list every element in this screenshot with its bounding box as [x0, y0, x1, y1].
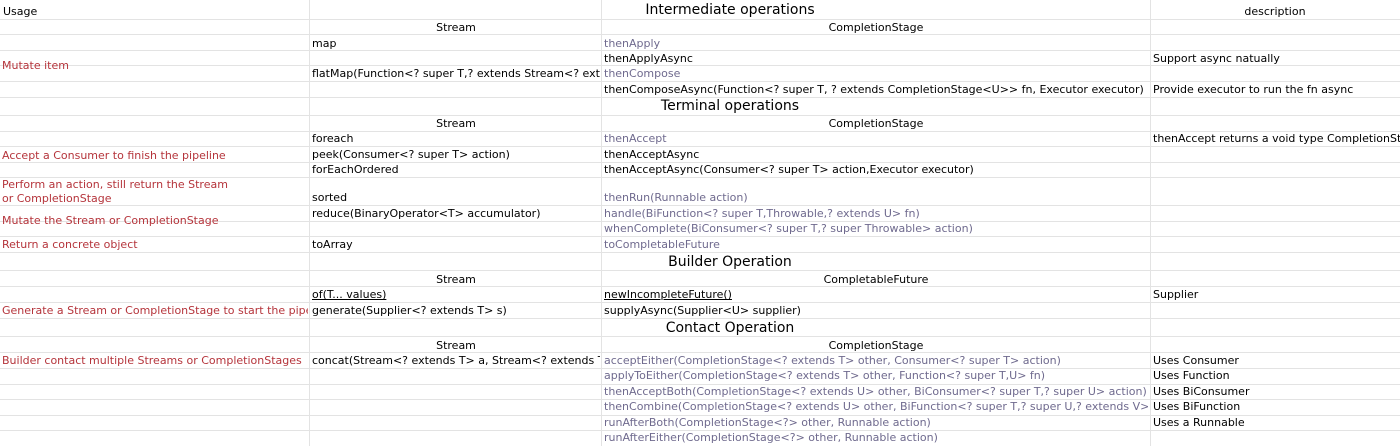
completionstage-column-header: CompletionStage: [828, 21, 924, 34]
row-divider: [0, 131, 1400, 132]
row-divider: [0, 65, 1400, 66]
completionstage-column-header: CompletionStage: [828, 117, 924, 130]
row-divider: [0, 97, 1400, 98]
section-title-contact: Contact Operation: [665, 320, 795, 336]
usage-label: Mutate the Stream or CompletionStage: [2, 214, 219, 227]
stream-method: foreach: [312, 132, 354, 145]
row-divider: [0, 368, 1400, 369]
completionstage-column-header: CompletionStage: [828, 339, 924, 352]
row-divider: [0, 162, 1400, 163]
description-text: Uses Function: [1153, 369, 1230, 382]
completionstage-method: thenApply: [604, 37, 661, 50]
row-divider: [0, 236, 1400, 237]
stream-method: peek(Consumer<? super T> action): [312, 148, 510, 161]
usage-label: Perform an action, still return the Stre…: [2, 178, 228, 205]
completionstage-method: runAfterBoth(CompletionStage<?> other, R…: [604, 416, 931, 429]
completionstage-method: runAfterEither(CompletionStage<?> other,…: [604, 431, 938, 444]
row-divider: [0, 50, 1400, 51]
row-divider: [0, 19, 1400, 20]
completionstage-method: acceptEither(CompletionStage<? extends T…: [604, 354, 1061, 367]
stream-method: flatMap(Function<? super T,? extends Str…: [312, 67, 600, 80]
stream-column-header: Stream: [436, 21, 476, 34]
row-divider: [0, 252, 1400, 253]
completionstage-method: thenApplyAsync: [604, 52, 693, 65]
section-title-intermediate: Intermediate operations: [645, 2, 815, 18]
row-divider: [0, 430, 1400, 431]
description-text: Uses BiConsumer: [1153, 385, 1250, 398]
stream-column-header: Stream: [436, 339, 476, 352]
completablefuture-column-header: CompletableFuture: [823, 273, 929, 286]
completionstage-method: toCompletableFuture: [604, 238, 720, 251]
description-header: description: [1244, 5, 1306, 18]
row-divider: [0, 270, 1400, 271]
usage-label: Return a concrete object: [2, 238, 138, 251]
stream-column-header: Stream: [436, 273, 476, 286]
completionstage-method: supplyAsync(Supplier<U> supplier): [604, 304, 801, 317]
completionstage-method: thenRun(Runnable action): [604, 191, 748, 204]
stream-method: generate(Supplier<? extends T> s): [312, 304, 507, 317]
row-divider: [0, 318, 1400, 319]
row-divider: [0, 399, 1400, 400]
description-text: Uses BiFunction: [1153, 400, 1241, 413]
completionstage-method: thenAcceptAsync(Consumer<? super T> acti…: [604, 163, 974, 176]
row-divider: [0, 352, 1400, 353]
description-text: Uses a Runnable: [1153, 416, 1245, 429]
completionstage-method: thenCombine(CompletionStage<? extends U>…: [604, 400, 1148, 413]
stream-column-header: Stream: [436, 117, 476, 130]
stream-method: reduce(BinaryOperator<T> accumulator): [312, 207, 541, 220]
row-divider: [0, 384, 1400, 385]
description-text: Provide executor to run the fn async: [1153, 83, 1354, 96]
usage-label: Builder contact multiple Streams or Comp…: [2, 354, 302, 367]
row-divider: [0, 205, 1400, 206]
section-title-builder: Builder Operation: [668, 254, 792, 270]
stream-method: toArray: [312, 238, 353, 251]
usage-label: Accept a Consumer to finish the pipeline: [2, 149, 226, 162]
description-text: Support async natually: [1153, 52, 1280, 65]
column-divider: [309, 0, 310, 446]
section-title-terminal: Terminal operations: [660, 98, 800, 114]
stream-method: map: [312, 37, 337, 50]
completionstage-method: thenAcceptBoth(CompletionStage<? extends…: [604, 385, 1147, 398]
row-divider: [0, 81, 1400, 82]
stream-method: forEachOrdered: [312, 163, 399, 176]
completionstage-method: thenCompose: [604, 67, 681, 80]
row-divider: [0, 34, 1400, 35]
description-text: thenAccept returns a void type Completio…: [1153, 132, 1400, 145]
usage-label: Generate a Stream or CompletionStage to …: [2, 304, 308, 317]
row-divider: [0, 415, 1400, 416]
completionstage-method: whenComplete(BiConsumer<? super T,? supe…: [604, 222, 973, 235]
stream-method: of(T... values): [312, 288, 387, 301]
row-divider: [0, 177, 1400, 178]
stream-method: sorted: [312, 191, 348, 204]
row-divider: [0, 336, 1400, 337]
stream-method: concat(Stream<? extends T> a, Stream<? e…: [312, 354, 600, 367]
completionstage-method: newIncompleteFuture(): [604, 288, 732, 301]
column-divider: [1150, 0, 1151, 446]
completionstage-method: thenAcceptAsync: [604, 148, 700, 161]
row-divider: [0, 146, 1400, 147]
description-text: Supplier: [1153, 288, 1199, 301]
completionstage-method: thenComposeAsync(Function<? super T, ? e…: [604, 83, 1144, 96]
description-text: Uses Consumer: [1153, 354, 1239, 367]
row-divider: [0, 221, 1400, 222]
completionstage-method: thenAccept: [604, 132, 667, 145]
usage-label: Mutate item: [2, 59, 69, 72]
usage-header: Usage: [3, 5, 38, 18]
column-divider: [601, 0, 602, 446]
row-divider: [0, 286, 1400, 287]
completionstage-method: handle(BiFunction<? super T,Throwable,? …: [604, 207, 920, 220]
row-divider: [0, 302, 1400, 303]
row-divider: [0, 115, 1400, 116]
completionstage-method: applyToEither(CompletionStage<? extends …: [604, 369, 1046, 382]
